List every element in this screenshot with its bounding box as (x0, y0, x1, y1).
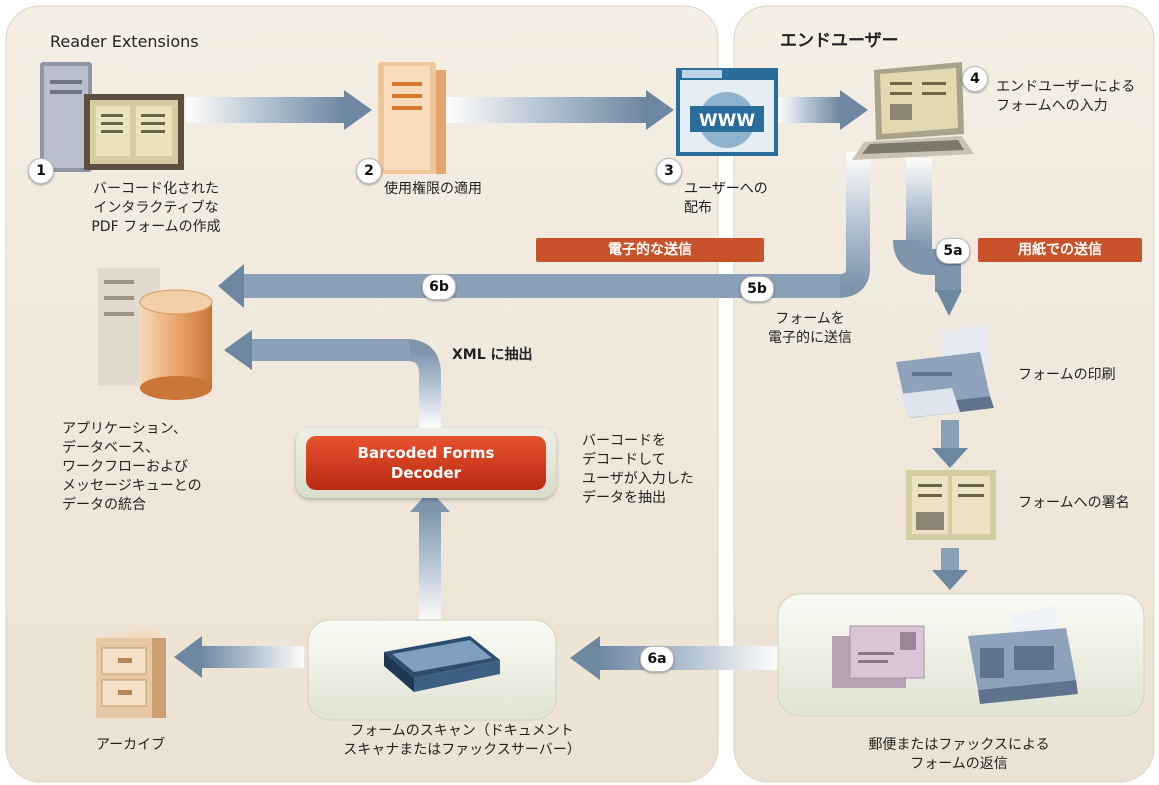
step-5b-label: フォームを 電子的に送信 (768, 311, 852, 346)
barcoded-forms-decoder: Barcoded Forms Decoder (296, 428, 556, 498)
arrow-scan-to-decoder (410, 490, 450, 622)
step-4-badge: 4 (962, 66, 988, 92)
label-integration: アプリケーション、 データベース、 ワークフローおよび メッセージキューとの デ… (62, 421, 202, 513)
label-return: 郵便またはファックスによる フォームの返信 (868, 737, 1050, 772)
arrow-scan-to-archive (174, 636, 304, 678)
step-2-badge: 2 (356, 158, 382, 184)
decoder-label: Barcoded Forms Decoder (306, 436, 546, 490)
panel-reader-extensions (5, 5, 719, 783)
step-6a-badge: 6a (640, 646, 674, 672)
tag-electronic-submit: 電子的な送信 (536, 238, 764, 262)
arrow-6a (570, 636, 778, 680)
step-2-label: 使用権限の適用 (384, 181, 482, 197)
step-6b-badge: 6b (422, 274, 456, 300)
step-3-label: ユーザーへの 配布 (684, 181, 768, 216)
tag-paper-submit: 用紙での送信 (978, 238, 1142, 262)
signed-form-icon (906, 470, 996, 540)
label-print: フォームの印刷 (1018, 367, 1116, 383)
arrow-1-to-2 (186, 90, 372, 130)
computer-tower-icon (40, 62, 184, 172)
archive-cabinet-icon (96, 628, 166, 718)
label-scan: フォームのスキャン（ドキュメント スキャナまたはファックスサーバー） (343, 723, 581, 758)
step-3-badge: 3 (656, 158, 682, 184)
database-icon (98, 268, 213, 400)
envelope-icon (832, 625, 925, 688)
arrow-decoder-to-db (224, 330, 441, 428)
arrow-4-paper-path (893, 158, 962, 316)
panel-title-end-user: エンドユーザー (780, 31, 899, 51)
label-sign: フォームへの署名 (1018, 495, 1130, 511)
step-1-label: バーコード化された インタラクティブな PDF フォームの作成 (91, 181, 221, 235)
step-4-label: エンドユーザーによる フォームへの入力 (996, 79, 1136, 114)
step-5a-badge: 5a (936, 238, 970, 264)
printer-icon (896, 324, 994, 418)
www-window-icon (676, 68, 778, 156)
step-1-badge: 1 (28, 158, 54, 184)
label-decode: バーコードを デコードして ユーザが入力した データを抽出 (582, 433, 694, 506)
server-rights-icon (378, 62, 446, 174)
step-5b-badge: 5b (740, 276, 774, 302)
panel-title-reader-extensions: Reader Extensions (50, 32, 199, 51)
arrow-3-to-4 (778, 90, 868, 130)
arrow-print-to-sign (932, 420, 968, 468)
arrow-sign-to-return (932, 548, 968, 590)
fax-machine-icon (968, 606, 1078, 704)
label-archive: アーカイブ (96, 737, 166, 753)
laptop-form-icon (852, 62, 974, 160)
www-text: WWW (699, 111, 756, 131)
scanner-icon (384, 636, 500, 692)
label-xml-extract: XML に抽出 (452, 347, 533, 363)
arrow-2-to-3 (446, 90, 674, 130)
